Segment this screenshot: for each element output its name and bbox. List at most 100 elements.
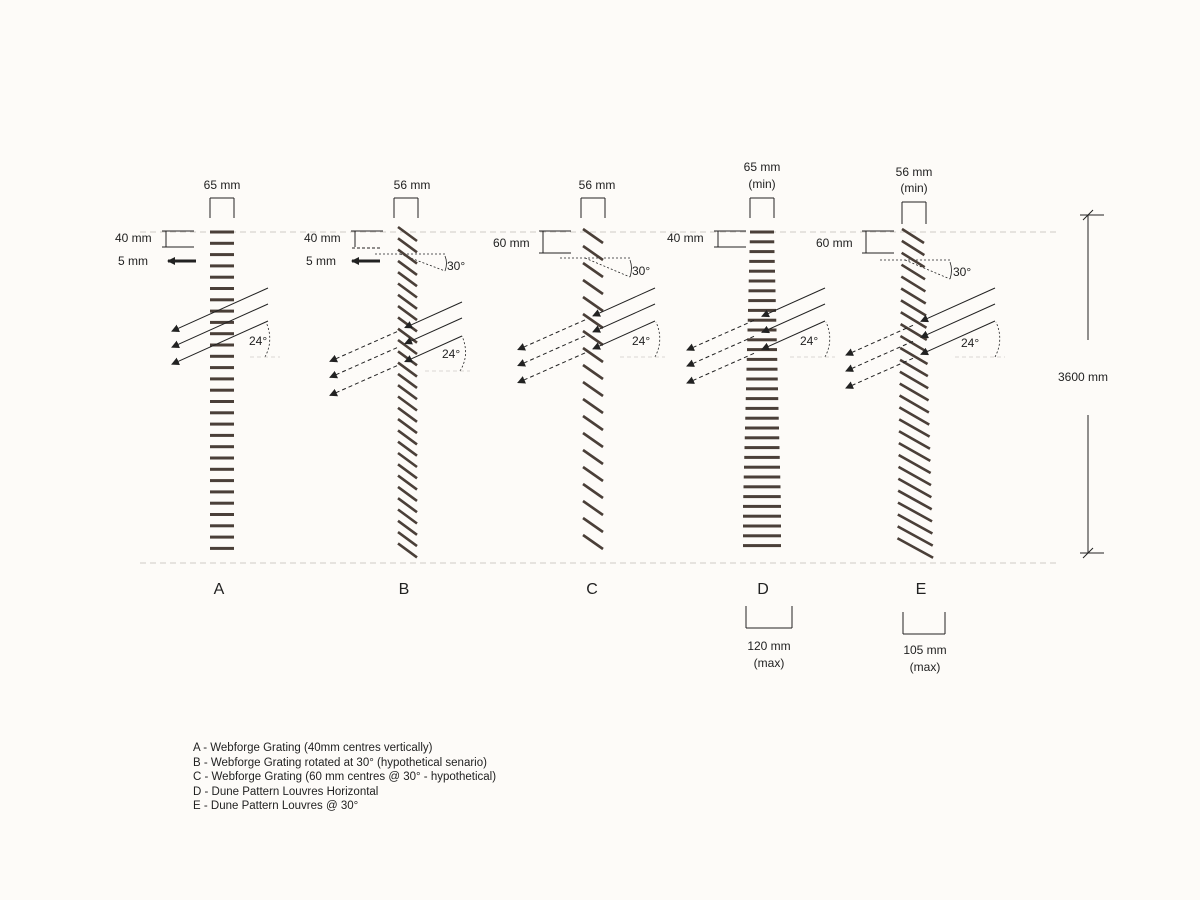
- louvre-slat-b: [397, 395, 418, 412]
- spacing-label-a: 40 mm: [115, 231, 152, 245]
- louvre-slat-a: [210, 501, 234, 505]
- louvre-slat-d: [743, 475, 781, 479]
- sun-angle-label-d: 24°: [800, 334, 818, 348]
- louvre-slat-e: [901, 227, 925, 245]
- louvre-slat-b: [397, 237, 418, 254]
- sun-ray: [171, 303, 269, 348]
- louvre-slat-e: [898, 430, 931, 450]
- sun-ray-transmitted: [517, 319, 586, 351]
- depth-label-d: 120 mm: [747, 639, 790, 653]
- thickness-label-b: 5 mm: [306, 254, 336, 268]
- depth-brackets: [745, 606, 946, 635]
- louvre-slat-a: [210, 513, 234, 516]
- louvre-slat-e: [901, 239, 926, 257]
- louvre-slat-d: [743, 504, 781, 508]
- louvre-slat-d: [743, 534, 781, 538]
- angle-label-b: 30°: [447, 259, 465, 273]
- louvre-slat-d: [745, 406, 779, 410]
- louvre-slat-b: [397, 271, 418, 288]
- width-label-a: 65 mm: [204, 178, 241, 192]
- sun-ray: [171, 287, 269, 332]
- louvre-slat-b: [397, 531, 418, 548]
- louvre-slat-d: [747, 348, 777, 352]
- louvre-slat-b: [397, 542, 418, 559]
- sun-ray-transmitted: [517, 335, 586, 367]
- louvre-slat-b: [397, 305, 418, 322]
- louvre-slat-a: [210, 275, 234, 279]
- sun-ray-transmitted: [845, 324, 914, 356]
- louvre-slat-a: [210, 467, 234, 471]
- louvre-slat-a: [210, 388, 234, 392]
- louvre-slat-d: [747, 338, 777, 342]
- louvre-slat-d: [745, 416, 779, 420]
- louvre-slat-a: [210, 433, 234, 437]
- sun-ray-transmitted: [845, 340, 914, 372]
- column-letter-c: C: [586, 581, 598, 598]
- louvre-slat-a: [210, 479, 234, 483]
- sun-ray: [761, 303, 826, 334]
- louvre-slat-d: [747, 328, 777, 332]
- angle-label-e: 30°: [953, 265, 971, 279]
- sun-ray-transmitted: [329, 331, 398, 363]
- louvre-slat-d: [744, 436, 780, 440]
- louvre-slat-c: [582, 533, 604, 551]
- louvre-slat-a: [210, 332, 234, 336]
- louvre-slat-d: [746, 357, 778, 361]
- sun-ray: [592, 303, 656, 333]
- louvre-slat-a: [210, 320, 234, 324]
- louvre-slat-c: [582, 380, 604, 398]
- sun-ray: [592, 320, 656, 350]
- louvre-slat-a: [210, 309, 234, 313]
- louvre-slat-e: [900, 299, 927, 317]
- louvre-slat-d: [746, 367, 778, 371]
- louvre-slat-d: [743, 514, 781, 518]
- louvre-slat-c: [582, 227, 604, 245]
- louvre-slat-e: [898, 418, 931, 438]
- louvre-slat-b: [397, 293, 418, 310]
- sun-ray-transmitted: [517, 352, 586, 384]
- louvre-slat-d: [750, 230, 774, 234]
- width-label-e: 56 mm: [896, 165, 933, 179]
- louvre-slat-b: [397, 497, 418, 514]
- louvre-slat-a: [210, 264, 234, 268]
- spacing-label-c: 60 mm: [493, 236, 530, 250]
- depth-label-e: 105 mm: [903, 643, 946, 657]
- louvre-slat-d: [744, 455, 780, 459]
- angle-label-c: 30°: [632, 264, 650, 278]
- louvre-slat-a: [210, 230, 234, 234]
- legend-item-b: B - Webforge Grating rotated at 30° (hyp…: [193, 756, 487, 769]
- width-label-d: 65 mm: [744, 160, 781, 174]
- depth-note-e: (max): [910, 660, 941, 674]
- sun-ray-transmitted: [329, 365, 398, 397]
- louvre-slat-a: [210, 354, 234, 358]
- louvre-elements: [210, 225, 934, 559]
- legend-item-d: D - Dune Pattern Louvres Horizontal: [193, 785, 379, 798]
- louvre-slat-a: [210, 456, 234, 460]
- louvre-slat-d: [743, 544, 781, 548]
- width-note-d: (min): [748, 177, 775, 191]
- louvre-slat-e: [898, 453, 932, 475]
- sun-angle-label-b: 24°: [442, 347, 460, 361]
- louvre-slat-e: [897, 465, 932, 487]
- louvre-slat-b: [397, 463, 418, 480]
- sun-ray-transmitted: [686, 352, 755, 384]
- louvre-slat-c: [582, 448, 604, 466]
- louvre-slat-c: [582, 516, 604, 534]
- louvre-slat-a: [210, 535, 234, 539]
- louvre-slat-d: [746, 377, 778, 381]
- louvre-slat-b: [397, 384, 418, 401]
- louvre-slat-b: [397, 418, 418, 435]
- sun-angle-label-e: 24°: [961, 336, 979, 350]
- louvre-slat-d: [743, 495, 781, 499]
- louvre-slat-e: [900, 263, 926, 281]
- sun-angle-label-a: 24°: [249, 334, 267, 348]
- louvre-slat-c: [582, 278, 604, 296]
- louvre-slat-b: [397, 327, 418, 344]
- louvre-slat-d: [747, 318, 777, 322]
- sun-ray: [171, 320, 269, 365]
- sun-ray: [920, 320, 996, 356]
- louvre-slat-e: [897, 489, 933, 511]
- louvre-slat-e: [900, 275, 927, 293]
- louvre-slat-b: [397, 508, 418, 525]
- louvre-slat-d: [745, 397, 779, 401]
